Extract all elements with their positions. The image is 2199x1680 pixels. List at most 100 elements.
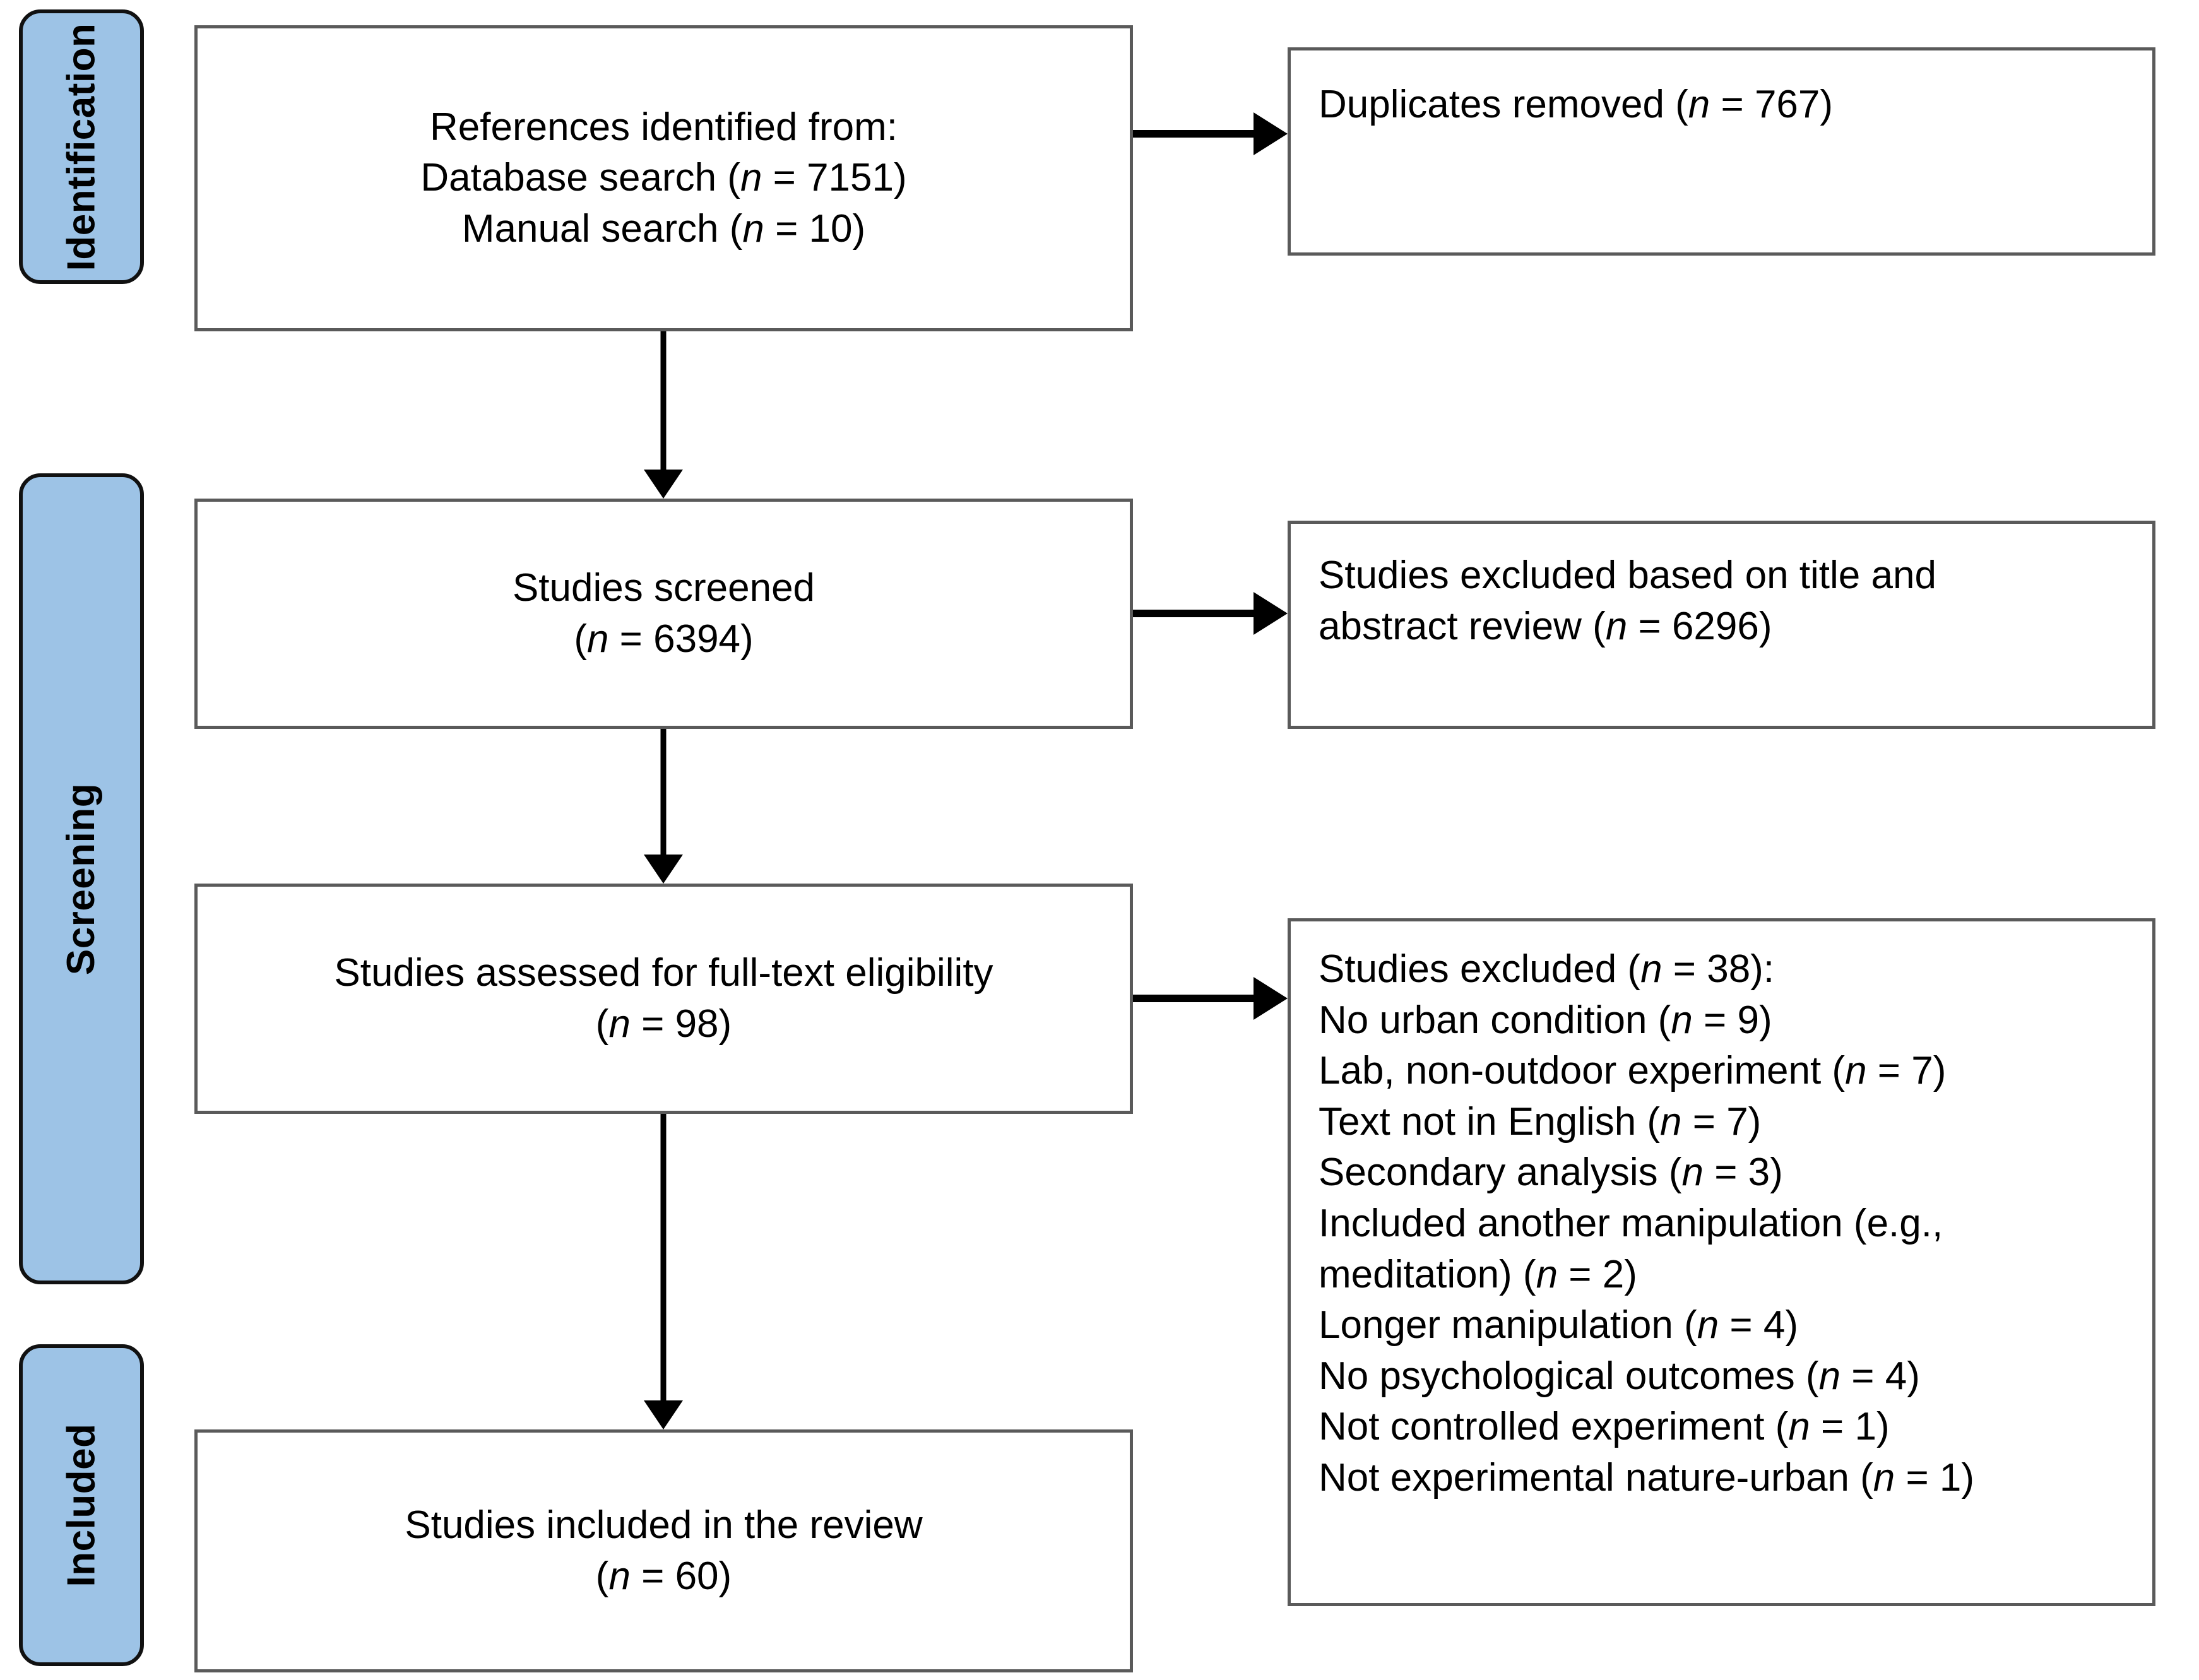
arrow-stem xyxy=(660,1114,667,1400)
excluded-heading-suffix: = 38): xyxy=(1662,947,1775,991)
studies-included-line-1: Studies included in the review xyxy=(405,1503,923,1547)
manual-search-prefix: Manual search ( xyxy=(461,206,743,251)
assessed-n-prefix: ( xyxy=(595,1002,609,1046)
arrow-head-down-icon xyxy=(644,470,683,499)
n-italic: n xyxy=(1688,83,1710,126)
reason-suffix: = 1) xyxy=(1810,1405,1890,1449)
reason-prefix: Not experimental nature-urban ( xyxy=(1319,1455,1873,1500)
n-italic: n xyxy=(1671,998,1693,1042)
duplicates-prefix: Duplicates removed ( xyxy=(1319,83,1688,126)
exclusion-reason-item: Not controlled experiment (n = 1) xyxy=(1291,1402,1890,1453)
box-studies-screened: Studies screened (n = 6394) xyxy=(194,499,1133,729)
exclusion-reason-item: No urban condition (n = 9) xyxy=(1291,995,1772,1046)
n-italic: n xyxy=(1681,1151,1704,1195)
studies-included-count: (n = 60) xyxy=(596,1551,732,1602)
stage-pill-identification-label: Identification xyxy=(59,23,103,271)
references-identified-line-3: Manual search (n = 10) xyxy=(462,204,865,255)
included-n-suffix: = 60) xyxy=(630,1554,732,1598)
stage-pill-screening-label: Screening xyxy=(59,783,103,975)
reason-prefix: Text not in English ( xyxy=(1319,1099,1661,1144)
n-italic: n xyxy=(1660,1099,1682,1144)
abstract-review-suffix: = 6296) xyxy=(1627,604,1772,648)
screened-n-prefix: ( xyxy=(574,617,587,661)
reason-suffix: = 4) xyxy=(1840,1354,1920,1398)
n-italic: n xyxy=(1788,1405,1810,1449)
included-n-prefix: ( xyxy=(595,1554,609,1598)
reason-suffix: = 2) xyxy=(1558,1252,1637,1296)
exclusion-reason-item: No psychological outcomes (n = 4) xyxy=(1291,1351,1920,1402)
n-italic: n xyxy=(586,617,609,661)
arrow-screened-to-assessed xyxy=(644,729,683,884)
box-references-identified: References identified from: Database sea… xyxy=(194,25,1133,331)
studies-assessed-line-1: Studies assessed for full-text eligibili… xyxy=(334,950,993,995)
reason-prefix: No psychological outcomes ( xyxy=(1319,1354,1819,1398)
arrow-head-down-icon xyxy=(644,855,683,884)
reason-suffix: = 4) xyxy=(1719,1303,1798,1347)
exclusion-reason-item: Not experimental nature-urban (n = 1) xyxy=(1291,1453,1974,1504)
reason-prefix: Included another manipulation (e.g., med… xyxy=(1319,1201,1943,1296)
n-italic: n xyxy=(1818,1354,1841,1398)
arrow-identified-to-screened xyxy=(644,331,683,499)
n-italic: n xyxy=(1697,1303,1719,1347)
box-excluded-full-text: Studies excluded (n = 38): No urban cond… xyxy=(1288,918,2155,1606)
arrow-stem xyxy=(1133,610,1254,617)
reason-suffix: = 7) xyxy=(1866,1049,1947,1093)
arrow-assessed-to-excluded-full-text xyxy=(1133,977,1288,1020)
arrow-stem xyxy=(1133,995,1254,1002)
reason-suffix: = 9) xyxy=(1692,998,1772,1042)
n-italic: n xyxy=(1640,947,1663,991)
n-italic: n xyxy=(1873,1455,1895,1500)
stage-pill-identification: Identification xyxy=(19,9,144,284)
n-italic: n xyxy=(608,1554,631,1598)
arrow-head-right-icon xyxy=(1254,977,1288,1020)
stage-pill-screening: Screening xyxy=(19,473,144,1284)
arrow-identified-to-duplicates xyxy=(1133,112,1288,155)
arrow-head-right-icon xyxy=(1254,112,1288,155)
box-excluded-title-abstract: Studies excluded based on title and abst… xyxy=(1288,521,2155,729)
duplicates-suffix: = 767) xyxy=(1710,83,1834,126)
n-italic: n xyxy=(740,156,762,200)
reason-suffix: = 7) xyxy=(1681,1099,1762,1144)
arrow-head-down-icon xyxy=(644,1400,683,1429)
n-italic: n xyxy=(1536,1252,1558,1296)
excluded-title-abstract-line-1: Studies excluded based on title and xyxy=(1319,553,1936,597)
assessed-n-suffix: = 98) xyxy=(630,1002,732,1046)
arrow-stem xyxy=(1133,130,1254,138)
exclusion-reason-item: Secondary analysis (n = 3) xyxy=(1291,1147,1783,1198)
arrow-assessed-to-included xyxy=(644,1114,683,1429)
reason-prefix: Lab, non-outdoor experiment ( xyxy=(1319,1049,1846,1093)
arrow-stem xyxy=(660,729,667,855)
studies-screened-line-1: Studies screened xyxy=(512,565,815,610)
stage-pill-included: Included xyxy=(19,1344,144,1666)
arrow-stem xyxy=(660,331,667,470)
excluded-title-abstract-line-2: abstract review (n = 6296) xyxy=(1291,601,1772,653)
n-italic: n xyxy=(608,1002,631,1046)
database-search-prefix: Database search ( xyxy=(420,156,740,200)
box-studies-assessed: Studies assessed for full-text eligibili… xyxy=(194,884,1133,1114)
reason-suffix: = 3) xyxy=(1703,1151,1783,1195)
exclusion-reason-item: Text not in English (n = 7) xyxy=(1291,1097,1761,1148)
studies-screened-count: (n = 6394) xyxy=(574,614,753,665)
n-italic: n xyxy=(1845,1049,1867,1093)
reason-prefix: Not controlled experiment ( xyxy=(1319,1405,1789,1449)
reason-prefix: No urban condition ( xyxy=(1319,998,1671,1042)
database-search-suffix: = 7151) xyxy=(762,156,907,200)
box-studies-included: Studies included in the review (n = 60) xyxy=(194,1429,1133,1672)
references-identified-line-1: References identified from: xyxy=(430,105,898,149)
excluded-heading-prefix: Studies excluded ( xyxy=(1319,947,1641,991)
exclusion-reason-item: Lab, non-outdoor experiment (n = 7) xyxy=(1291,1046,1946,1097)
n-italic: n xyxy=(1605,604,1628,648)
stage-pill-included-label: Included xyxy=(59,1423,103,1587)
n-italic: n xyxy=(742,206,764,251)
abstract-review-prefix: abstract review ( xyxy=(1319,604,1606,648)
duplicates-removed-text: Duplicates removed (n = 767) xyxy=(1291,80,1833,131)
arrow-head-right-icon xyxy=(1254,592,1288,635)
studies-assessed-count: (n = 98) xyxy=(596,999,732,1050)
exclusion-reason-item: Longer manipulation (n = 4) xyxy=(1291,1300,1798,1351)
screened-n-suffix: = 6394) xyxy=(608,617,754,661)
manual-search-suffix: = 10) xyxy=(764,206,866,251)
exclusion-reason-item: Included another manipulation (e.g., med… xyxy=(1291,1198,2152,1300)
arrow-screened-to-excluded xyxy=(1133,592,1288,635)
box-duplicates-removed: Duplicates removed (n = 767) xyxy=(1288,47,2155,256)
